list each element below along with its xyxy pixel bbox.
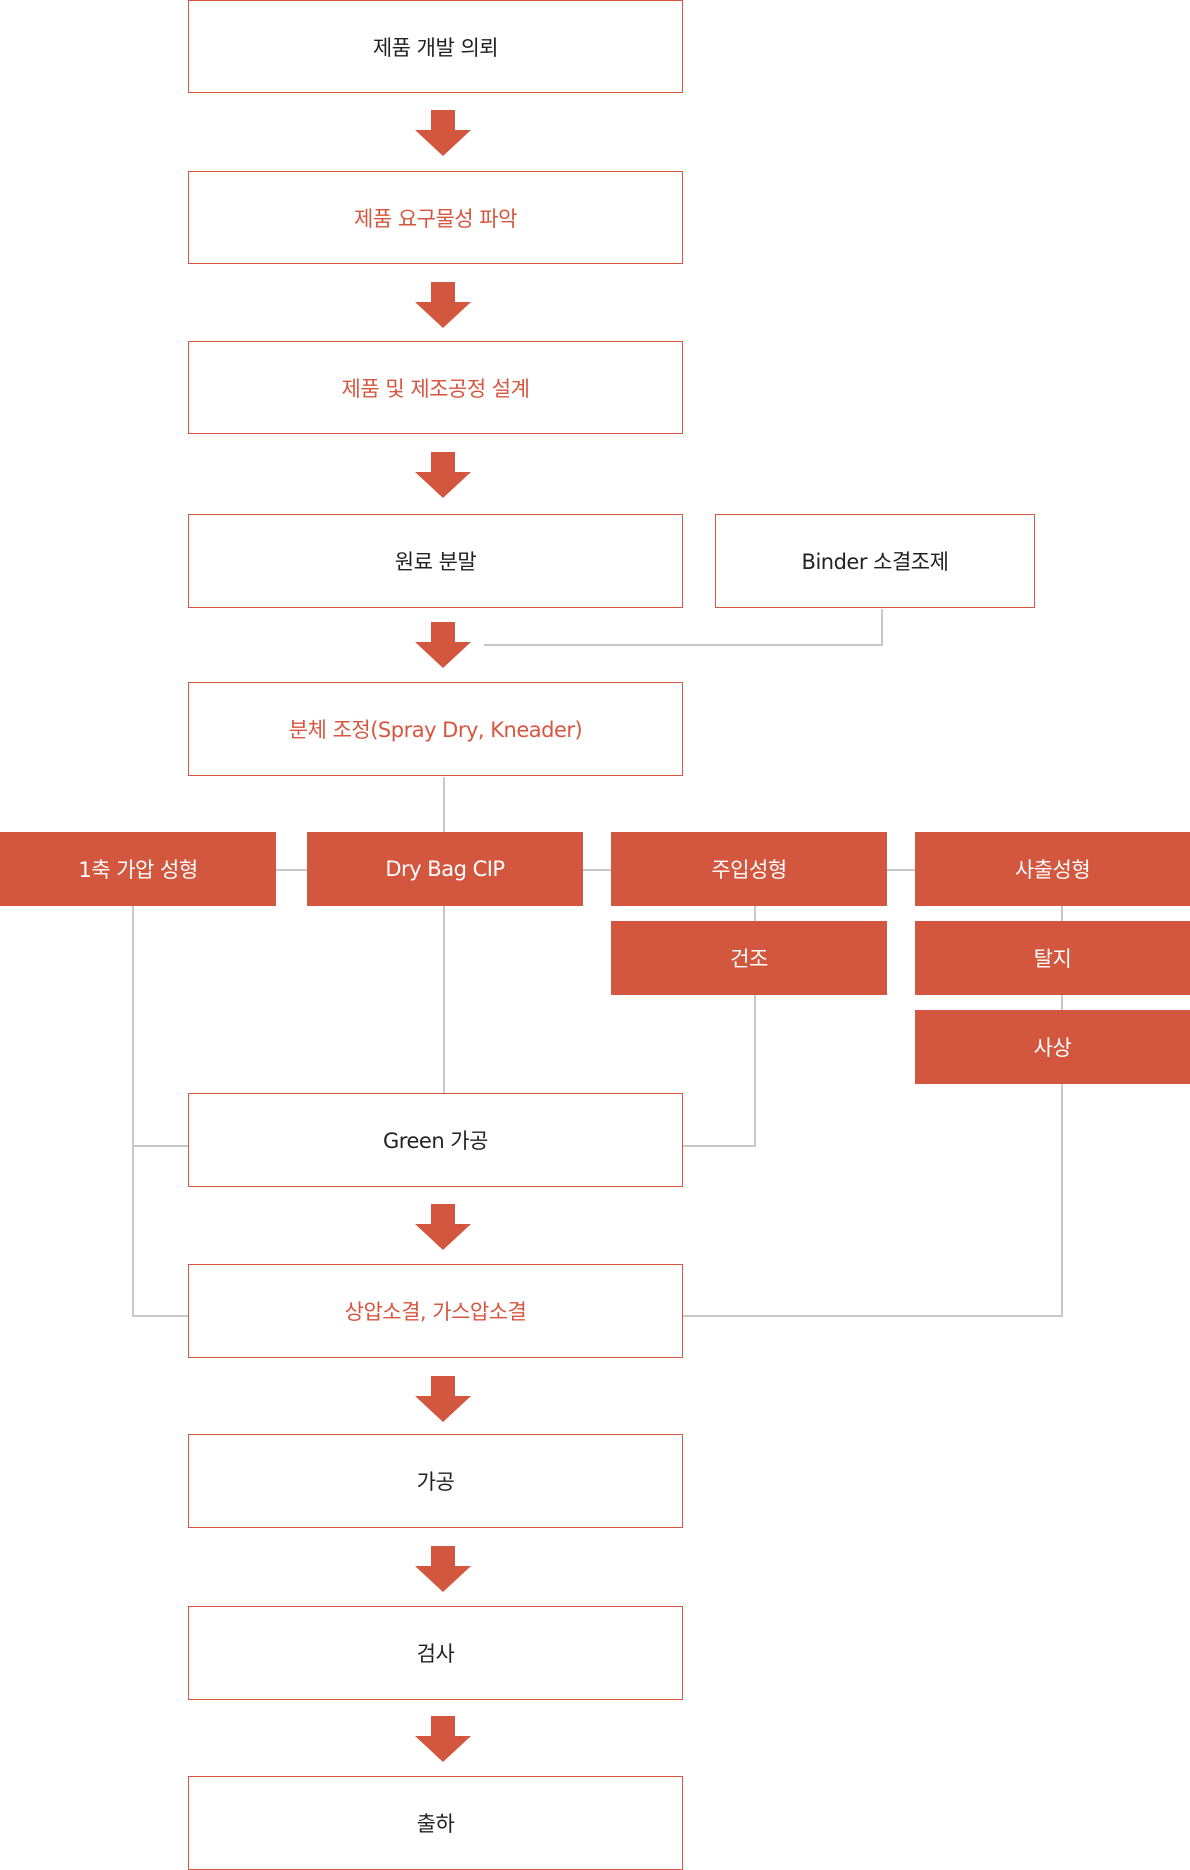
step-shipping-label: 출하: [416, 1812, 455, 1836]
connector-drying-vertical: [754, 995, 756, 1147]
connector-uniaxial-to-sintering: [132, 1315, 189, 1317]
step-request: 제품 개발 의뢰: [188, 0, 683, 93]
step-machining-label: 가공: [416, 1470, 455, 1494]
step-inspection: 검사: [188, 1606, 683, 1700]
method-finishing: 사상: [915, 1010, 1190, 1084]
method-cip: Dry Bag CIP: [307, 832, 583, 906]
connector-uniaxial-vertical: [132, 906, 134, 1317]
step-raw-powder-label: 원료 분말: [394, 550, 477, 574]
connector-drying-to-green: [683, 1145, 756, 1147]
method-uniaxial: 1축 가압 성형: [0, 832, 276, 906]
method-slip-casting: 주입성형: [611, 832, 887, 906]
method-finishing-label: 사상: [1033, 1036, 1072, 1060]
method-injection-label: 사출성형: [1014, 858, 1091, 882]
arrow-down-icon: [415, 282, 471, 328]
connector-finishing-to-sintering: [683, 1315, 1063, 1317]
connector-row-link-1: [276, 869, 307, 871]
step-inspection-label: 검사: [416, 1642, 455, 1666]
step-raw-powder: 원료 분말: [188, 514, 683, 608]
method-slip-casting-label: 주입성형: [711, 858, 787, 882]
step-binder-label: Binder 소결조제: [801, 550, 949, 574]
step-green: Green 가공: [188, 1093, 683, 1187]
step-design-label: 제품 및 제조공정 설계: [341, 376, 530, 401]
arrow-down-icon: [415, 110, 471, 156]
connector-uniaxial-to-green: [132, 1145, 189, 1147]
step-design: 제품 및 제조공정 설계: [188, 341, 683, 434]
step-request-label: 제품 개발 의뢰: [372, 35, 499, 60]
step-green-label: Green 가공: [383, 1129, 488, 1153]
connector-binder-horizontal: [484, 644, 883, 646]
step-sintering: 상압소결, 가스압소결: [188, 1264, 683, 1358]
connector-debinding-to-finishing: [1061, 995, 1063, 1011]
step-shipping: 출하: [188, 1776, 683, 1870]
method-debinding: 탈지: [915, 921, 1190, 995]
arrow-down-icon: [415, 1546, 471, 1592]
method-cip-label: Dry Bag CIP: [385, 857, 505, 881]
step-powder-prep: 분체 조정(Spray Dry, Kneader): [188, 682, 683, 776]
arrow-down-icon: [415, 622, 471, 668]
arrow-down-icon: [415, 1204, 471, 1250]
step-binder: Binder 소결조제: [715, 514, 1035, 608]
step-machining: 가공: [188, 1434, 683, 1528]
connector-row-link-3: [887, 869, 915, 871]
method-debinding-label: 탈지: [1033, 947, 1072, 971]
step-powder-prep-label: 분체 조정(Spray Dry, Kneader): [288, 718, 583, 742]
method-drying: 건조: [611, 921, 887, 995]
arrow-down-icon: [415, 1376, 471, 1422]
connector-row-link-2: [583, 869, 611, 871]
step-sintering-label: 상압소결, 가스압소결: [344, 1300, 527, 1324]
connector-prep-to-row: [443, 777, 445, 832]
arrow-down-icon: [415, 452, 471, 498]
connector-binder-vertical: [881, 609, 883, 646]
method-drying-label: 건조: [730, 947, 768, 971]
connector-finishing-vertical: [1061, 1084, 1063, 1317]
connector-cip-to-green: [443, 906, 445, 1093]
method-injection: 사출성형: [915, 832, 1190, 906]
connector-injection-to-debinding: [1061, 906, 1063, 922]
method-uniaxial-label: 1축 가압 성형: [78, 858, 198, 882]
step-requirements-label: 제품 요구물성 파악: [354, 206, 517, 231]
step-requirements: 제품 요구물성 파악: [188, 171, 683, 264]
arrow-down-icon: [415, 1716, 471, 1762]
connector-slip-to-drying: [754, 906, 756, 922]
